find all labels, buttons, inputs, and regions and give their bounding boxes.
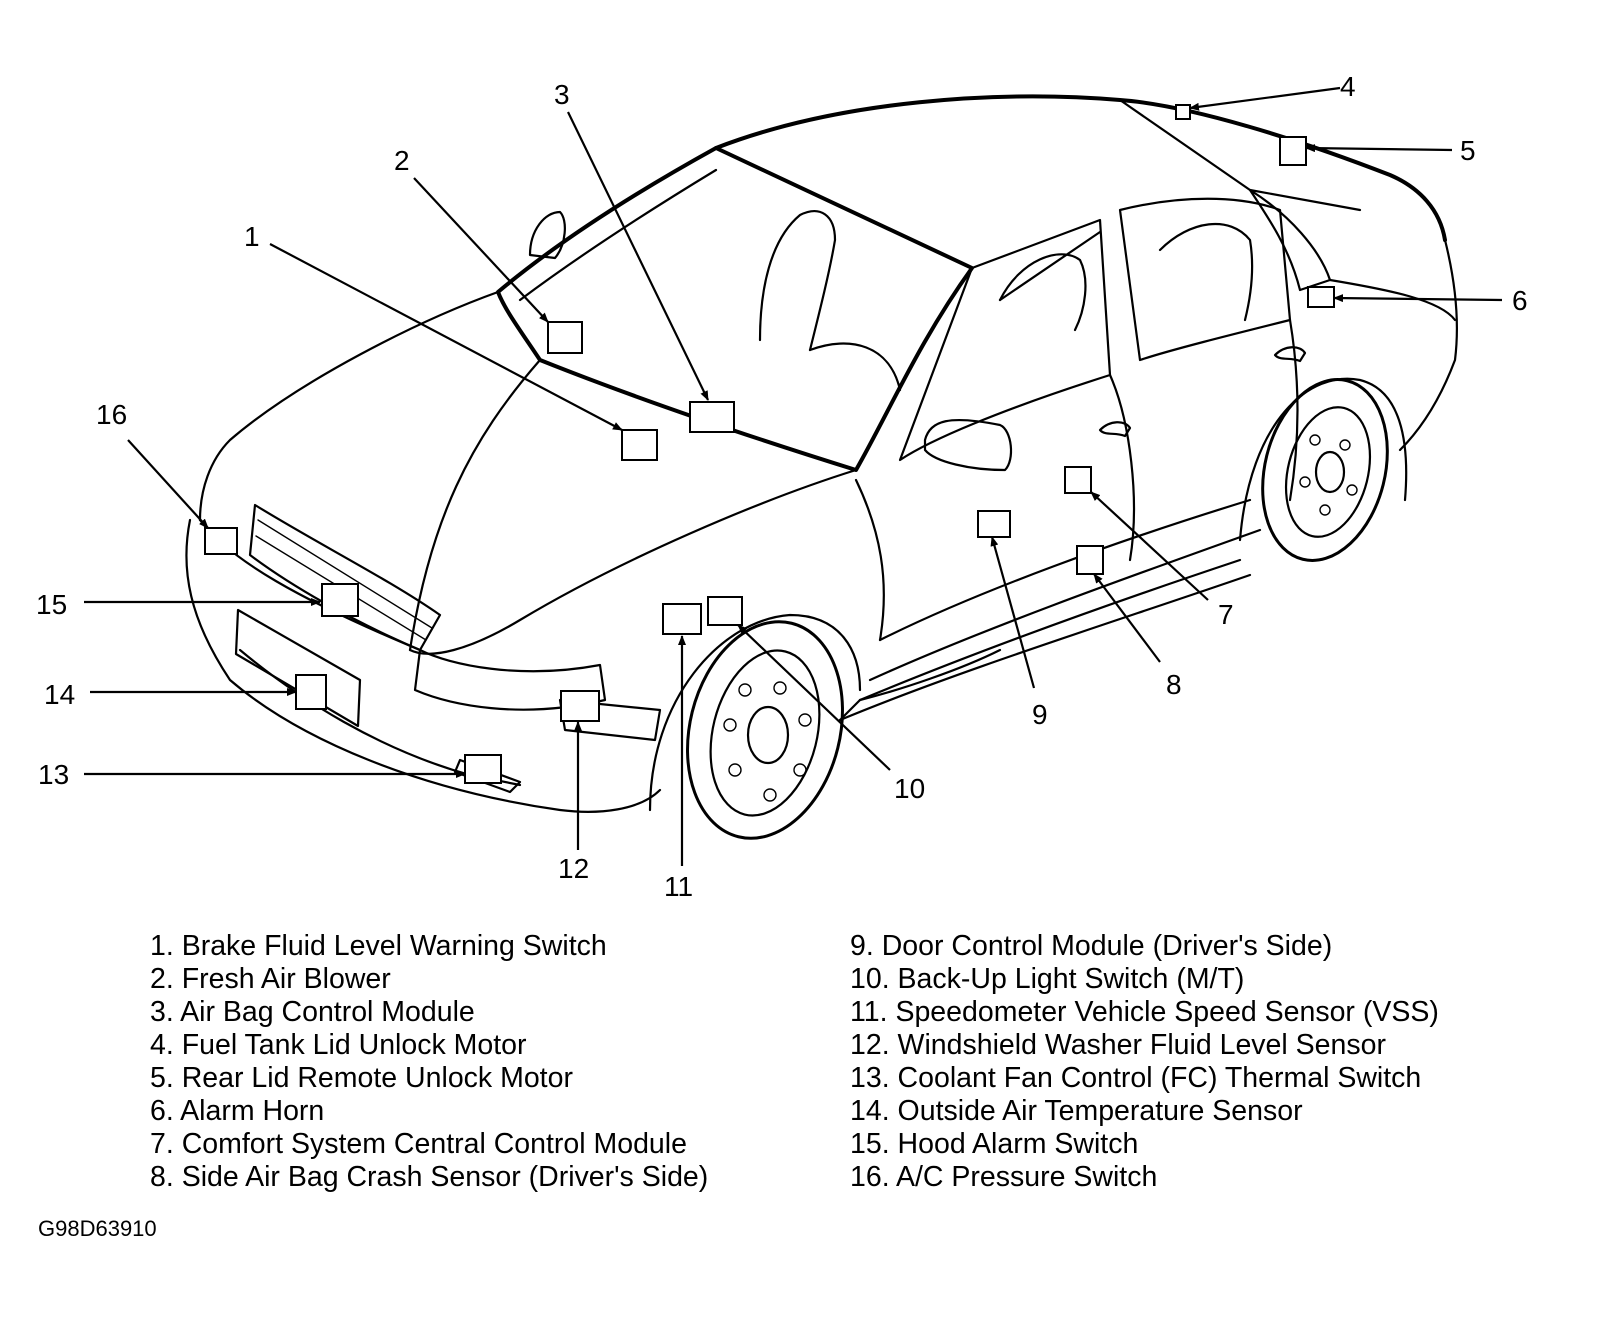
legend-item-13: 13. Coolant Fan Control (FC) Thermal Swi… (850, 1062, 1422, 1094)
legend-item-12: 12. Windshield Washer Fluid Level Sensor (850, 1029, 1386, 1061)
component-box-11 (662, 603, 702, 635)
callout-14: 14 (44, 679, 75, 710)
leader-6 (1333, 294, 1503, 303)
legend-right-column: 9. Door Control Module (Driver's Side) 1… (850, 930, 1439, 1194)
callout-10: 10 (894, 773, 925, 804)
callout-13: 13 (38, 759, 69, 790)
legend-item-9: 9. Door Control Module (Driver's Side) (850, 930, 1333, 962)
callout-8: 8 (1166, 669, 1182, 700)
callout-15: 15 (36, 589, 67, 620)
legend-item-1: 1. Brake Fluid Level Warning Switch (150, 930, 607, 962)
legend-item-8: 8. Side Air Bag Crash Sensor (Driver's S… (150, 1161, 709, 1193)
legend-item-2: 2. Fresh Air Blower (150, 963, 391, 995)
leader-1 (269, 243, 623, 431)
legend-item-3: 3. Air Bag Control Module (150, 996, 475, 1028)
leader-lines (84, 86, 1503, 866)
leader-5 (1305, 144, 1453, 153)
component-box-14 (295, 674, 327, 710)
component-box-16 (204, 527, 238, 555)
callout-11: 11 (664, 871, 693, 902)
legend-item-4: 4. Fuel Tank Lid Unlock Motor (150, 1029, 527, 1061)
rear-wheel (1261, 378, 1389, 562)
legend-item-16: 16. A/C Pressure Switch (850, 1161, 1158, 1193)
legend-item-6: 6. Alarm Horn (150, 1095, 325, 1127)
leader-16 (127, 439, 209, 529)
hood (198, 290, 500, 522)
component-box-7 (1064, 466, 1092, 494)
callout-numbers: 1 2 3 4 5 6 7 8 9 10 11 12 13 14 15 16 (36, 71, 1528, 902)
legend-item-11: 11. Speedometer Vehicle Speed Sensor (VS… (850, 996, 1439, 1028)
callout-16: 16 (96, 399, 127, 430)
leader-2 (413, 177, 549, 323)
legend-item-7: 7. Comfort System Central Control Module (150, 1128, 687, 1160)
component-box-2 (547, 321, 583, 354)
component-markers (204, 104, 1335, 784)
component-box-12 (560, 690, 600, 722)
callout-6: 6 (1512, 285, 1528, 316)
legend-item-15: 15. Hood Alarm Switch (850, 1128, 1139, 1160)
legend-left-column: 1. Brake Fluid Level Warning Switch 2. F… (150, 930, 708, 1194)
callout-9: 9 (1032, 699, 1048, 730)
front-wheel (686, 620, 844, 840)
legend-item-14: 14. Outside Air Temperature Sensor (850, 1095, 1303, 1127)
leader-3 (567, 111, 709, 401)
component-location-diagram: 1 2 3 4 5 6 7 8 9 10 11 12 13 14 15 16 (36, 71, 1528, 902)
legend-item-5: 5. Rear Lid Remote Unlock Motor (150, 1062, 573, 1094)
callout-1: 1 (244, 221, 260, 252)
car-roof (714, 94, 1447, 242)
callout-4: 4 (1340, 71, 1356, 102)
rear-door (1118, 197, 1292, 362)
callout-7: 7 (1218, 599, 1234, 630)
callout-3: 3 (554, 79, 570, 110)
component-box-3 (689, 401, 735, 433)
grille (248, 503, 442, 652)
component-box-15 (321, 583, 359, 617)
component-box-8 (1076, 545, 1104, 575)
component-box-1 (621, 429, 658, 461)
leader-9 (990, 536, 1036, 689)
component-box-13 (464, 754, 502, 784)
callout-5: 5 (1460, 135, 1476, 166)
side-mirror (923, 418, 1013, 472)
callout-12: 12 (558, 853, 589, 884)
component-box-4 (1175, 104, 1191, 120)
component-box-10 (707, 596, 743, 626)
car-illustration (185, 94, 1459, 840)
component-box-5 (1279, 136, 1307, 166)
leader-8 (1093, 573, 1161, 663)
leader-7 (1090, 491, 1209, 601)
component-box-6 (1307, 286, 1335, 308)
legend-item-10: 10. Back-Up Light Switch (M/T) (850, 963, 1245, 995)
leader-4 (1189, 86, 1341, 111)
figure-code: G98D63910 (38, 1216, 157, 1241)
callout-2: 2 (394, 145, 410, 176)
front-door (898, 218, 1112, 462)
leader-10 (737, 624, 891, 771)
component-box-9 (977, 510, 1011, 538)
